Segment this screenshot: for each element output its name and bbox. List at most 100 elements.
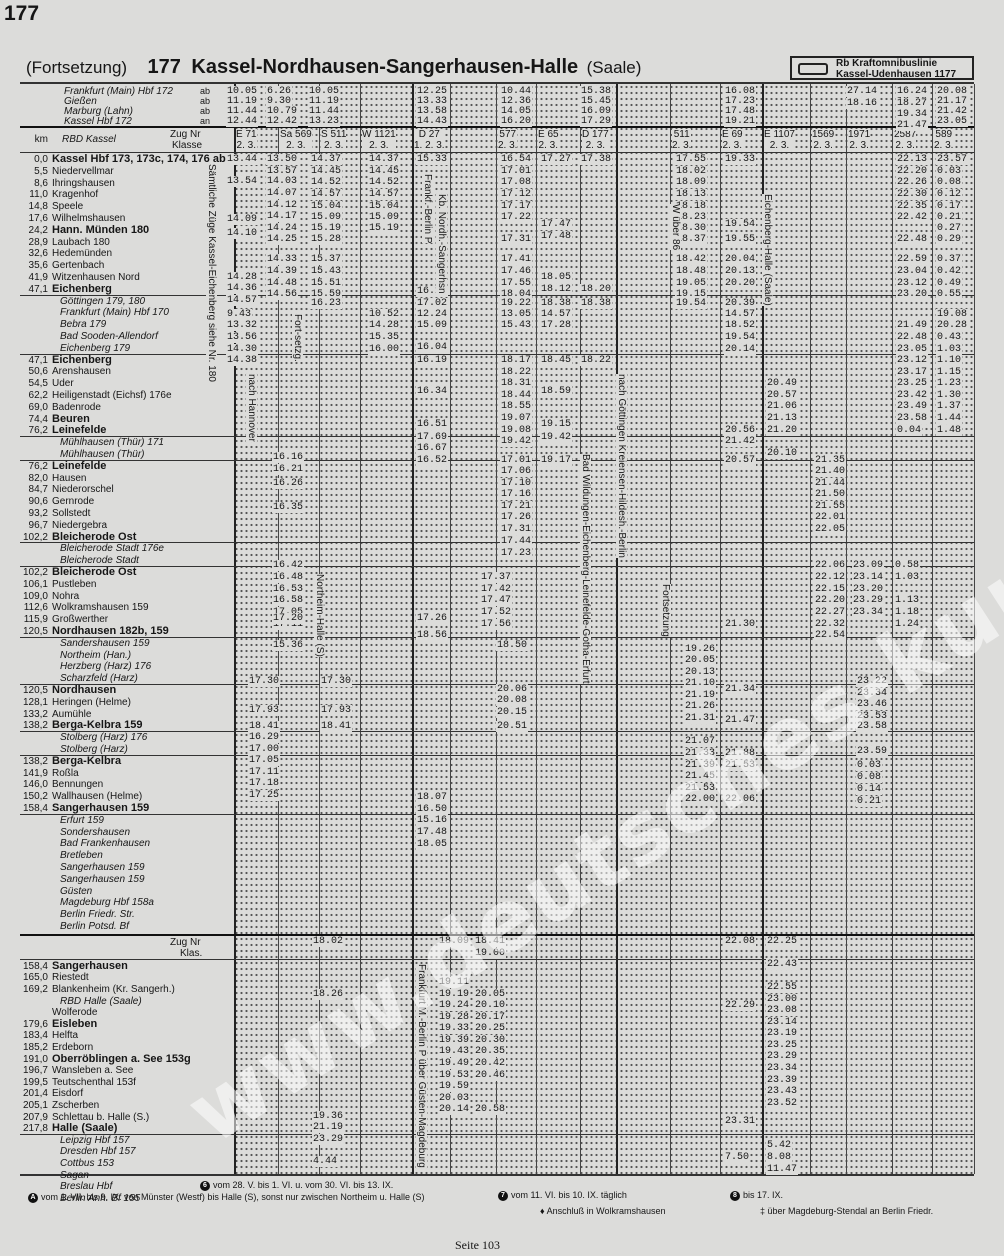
vertical-note: Frankfurt M.-Berlin P über Güsten-Magdeb… [416, 964, 427, 1168]
departure-time: 21.30 [724, 619, 757, 630]
departure-time: 14.24 [266, 223, 299, 234]
departure-time: 19.11 [438, 977, 471, 988]
train-number: 1971 [848, 129, 871, 140]
departure-time: 17.08 [500, 177, 533, 188]
station-name: Aumühle [52, 708, 92, 720]
station-name: Kassel Hbf 173, 173c, 174, 176 ab [52, 153, 226, 165]
departure-time: 20.13 [724, 266, 757, 277]
station-km: 0,0 [34, 154, 48, 165]
station-name: Beuren [52, 412, 90, 425]
arrival-departure-marker: an [200, 116, 211, 126]
departure-time: 23.04 [896, 266, 929, 277]
departure-time: 15.35 [368, 332, 401, 343]
departure-time: 19.08 [500, 425, 533, 436]
departure-time: 0.21 [856, 796, 883, 807]
departure-time: 18.18 [675, 201, 708, 212]
station-name: Wilhelmshausen [52, 213, 126, 224]
train-number: E 1107 [764, 129, 795, 140]
station-name: Frankfurt (Main) Hbf 172 [64, 86, 173, 97]
departure-time: 18.09 [438, 936, 471, 947]
column-divider [412, 84, 414, 1174]
station-km: 17,6 [28, 213, 48, 224]
station-name: Witzenhausen Nord [52, 272, 140, 283]
station-km: 150,2 [22, 791, 48, 803]
departure-time: 15.43 [310, 266, 343, 277]
station-name: Uder [52, 378, 74, 390]
column-divider [360, 84, 361, 1174]
departure-time: 17.29 [580, 116, 613, 127]
departure-time: 12.42 [266, 116, 299, 127]
departure-time: 18.05 [416, 839, 449, 850]
departure-time: 1.13 [894, 595, 921, 606]
departure-time: 20.15 [496, 707, 529, 718]
departure-time: 0.08 [936, 177, 963, 188]
station-name: Speele [52, 201, 84, 213]
departure-time: 14.45 [368, 166, 401, 177]
station-name: Stolberg (Harz) 176 [60, 732, 148, 744]
column-divider [720, 84, 721, 1174]
departure-time: 20.13 [684, 667, 717, 678]
departure-time: 17.11 [272, 619, 305, 630]
departure-time: 20.04 [724, 254, 757, 265]
station-km: 82,0 [28, 472, 48, 484]
station-name: Berlin Friedr. Str. [60, 909, 135, 921]
vertical-note: Frankf.-Berlin P [422, 174, 433, 244]
departure-time: 14.52 [368, 177, 401, 188]
departure-time: 19.54 [675, 298, 708, 309]
departure-time: 18.22 [500, 367, 533, 378]
departure-time: 0.12 [936, 189, 963, 200]
station-name: Leipzig Hbf 157 [60, 1134, 130, 1146]
station-km: 102,2 [22, 531, 48, 543]
departure-time: 15.09 [310, 212, 343, 223]
departure-time: 27.14 [846, 86, 879, 97]
station-km: 112,6 [23, 602, 48, 614]
station-name: Berga-Kelbra [52, 754, 122, 767]
station-name: Niederorschel [52, 484, 114, 496]
departure-time: 21.34 [724, 684, 757, 695]
departure-time: 20.10 [766, 448, 799, 459]
departure-time: 18.23 [675, 212, 708, 223]
departure-time: 17.30 [320, 676, 353, 687]
column-divider [892, 84, 893, 1174]
departure-time: 19.59 [438, 1081, 471, 1092]
station-column [20, 84, 234, 1174]
departure-time: 14.28 [226, 272, 259, 283]
section-rule [20, 353, 974, 355]
departure-time: 1.44 [936, 413, 963, 424]
departure-time: 1.23 [936, 378, 963, 389]
departure-time: 16.26 [272, 478, 305, 489]
departure-time: 14.45 [310, 166, 343, 177]
departure-time: 17.12 [500, 189, 533, 200]
page-footer: Seite 103 [455, 1238, 500, 1252]
departure-time: 16.09 [580, 106, 613, 117]
station-km: 8,6 [34, 177, 48, 189]
departure-time: 16.00 [368, 344, 401, 355]
departure-time: 18.41 [474, 936, 507, 947]
departure-time: 23.25 [896, 378, 929, 389]
column-divider [450, 84, 451, 1174]
station-name: Gießen [64, 96, 97, 107]
train-class: 2. 3. [236, 140, 257, 151]
departure-time: 19.55 [724, 234, 757, 245]
departure-time: 22.05 [814, 524, 847, 535]
departure-time: 17.30 [248, 676, 281, 687]
departure-time: 20.35 [474, 1046, 507, 1057]
station-name: Schlettau b. Halle (S.) [52, 1111, 150, 1123]
station-km: 14,8 [28, 201, 48, 213]
section-rule [20, 754, 974, 756]
departure-time: 15.36 [272, 640, 305, 651]
departure-time: 14.52 [310, 177, 343, 188]
departure-time: 0.37 [936, 254, 963, 265]
departure-time: 17.28 [540, 320, 573, 331]
station-name: Bleicherode Stadt [60, 555, 139, 567]
train-class: 2. 3. [813, 140, 833, 151]
departure-time: 23.09 [852, 560, 885, 571]
footnote-berlin: ‡ über Magdeburg-Stendal an Berlin Fried… [760, 1206, 934, 1216]
station-km: 76,2 [28, 425, 48, 437]
departure-time: 14.57 [368, 189, 401, 200]
departure-time: 21.53 [684, 783, 717, 794]
section-rule [20, 1133, 974, 1135]
departure-time: 23.31 [724, 1116, 757, 1127]
station-name: Sagan [60, 1169, 89, 1181]
